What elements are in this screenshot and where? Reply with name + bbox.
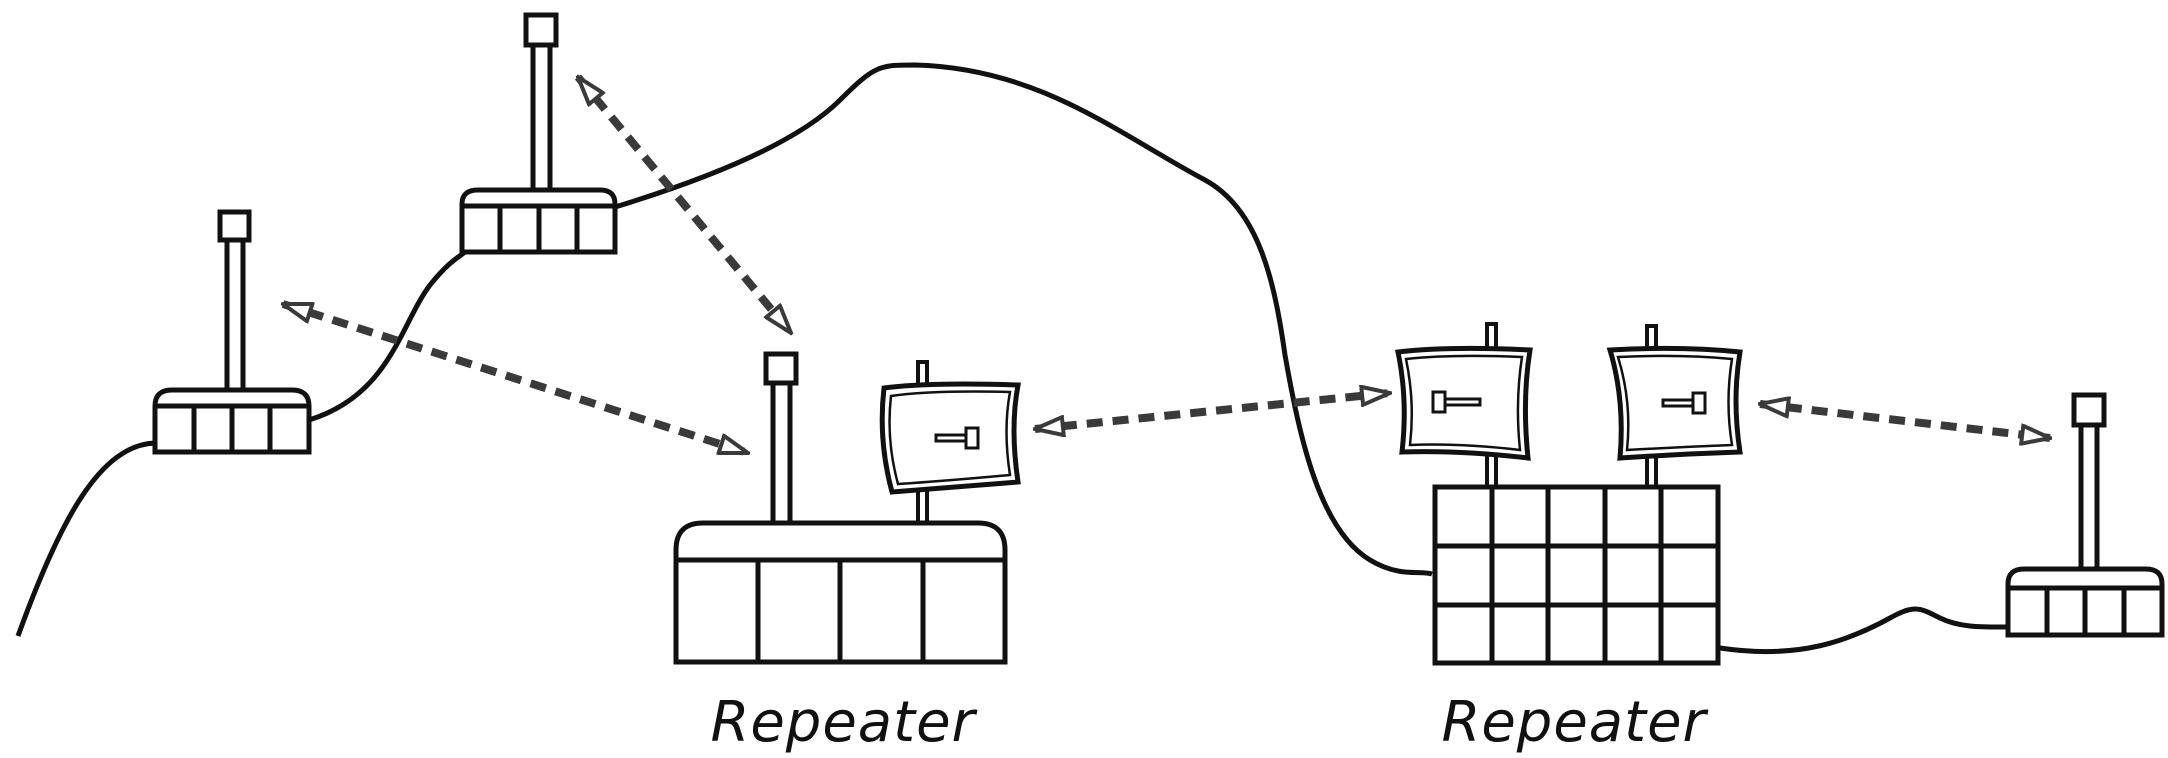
antenna-mast (2078, 422, 2100, 578)
terrain-line-right (1719, 606, 2009, 655)
antenna-mast (530, 42, 553, 195)
antenna-tip (763, 351, 799, 386)
terrain-line-mountain (614, 62, 1433, 577)
wireless-link-center-to-right (1035, 393, 1390, 429)
repeater-label-right: Repeater (1441, 690, 1707, 755)
antenna-mast (224, 235, 246, 394)
wireless-link-hill-to-center (578, 77, 791, 333)
antenna-tip (217, 209, 252, 243)
repeater-label-center: Repeater (710, 690, 976, 755)
antenna-mast (770, 380, 793, 535)
station-hill (459, 12, 618, 255)
terrain-line-left (15, 440, 156, 637)
repeater-center (673, 351, 1021, 665)
antenna-tip (523, 12, 559, 48)
wireless-link-left-to-center (283, 300, 748, 457)
station-left (152, 209, 312, 455)
repeater-body (1432, 484, 1721, 666)
antenna-tip (2071, 392, 2107, 428)
wireless-link-right-to-station (1760, 404, 2050, 438)
repeater-right (1394, 322, 1743, 666)
station-right (2005, 392, 2165, 638)
